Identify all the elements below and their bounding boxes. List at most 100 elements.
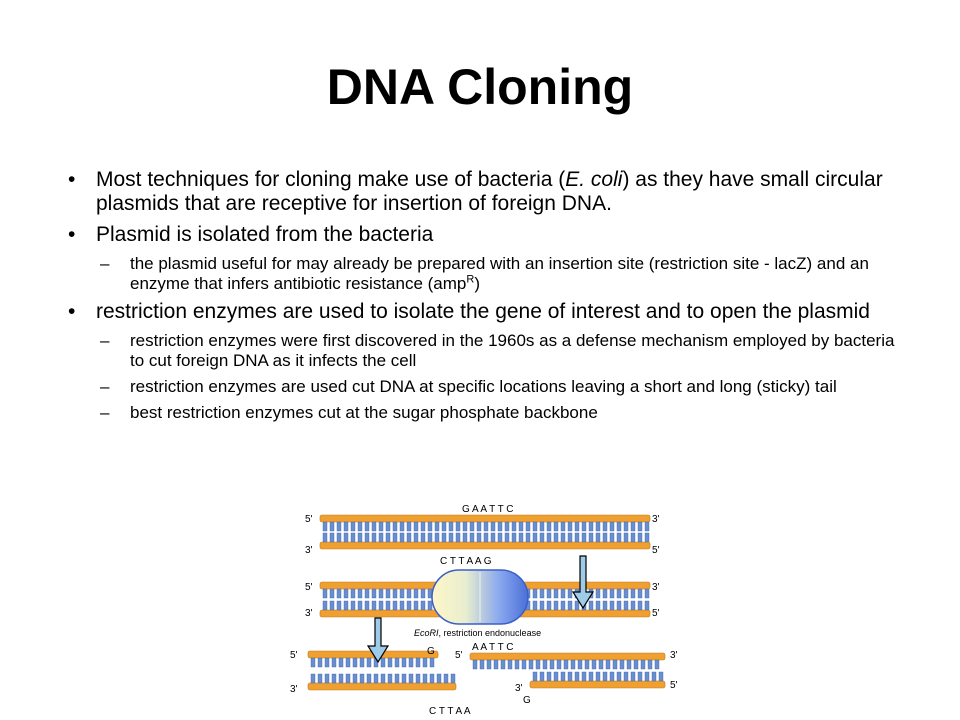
dna-strand xyxy=(307,682,457,691)
base-pair xyxy=(549,659,555,670)
base-pair xyxy=(535,659,541,670)
arrow-down-icon xyxy=(571,555,595,610)
subbullet-text: restriction enzymes were first discovere… xyxy=(130,331,895,370)
base-pair xyxy=(626,659,632,670)
base-pair xyxy=(352,657,358,668)
base-pair xyxy=(483,521,489,532)
base-pair xyxy=(373,673,379,684)
base-pair xyxy=(469,532,475,543)
base-pair xyxy=(654,659,660,670)
base-pair xyxy=(399,600,405,611)
base-pair xyxy=(394,657,400,668)
base-pair xyxy=(343,600,349,611)
base-pair xyxy=(413,532,419,543)
label-3prime: 3' xyxy=(290,684,298,695)
base-pair xyxy=(525,532,531,543)
base-pair xyxy=(415,673,421,684)
base-pair xyxy=(574,600,580,611)
base-pair xyxy=(640,659,646,670)
base-pair xyxy=(310,657,316,668)
base-pair xyxy=(343,588,349,599)
label-5prime: 5' xyxy=(670,680,678,691)
base-pair xyxy=(364,588,370,599)
base-pair xyxy=(476,532,482,543)
base-pair xyxy=(359,657,365,668)
base-pair xyxy=(616,671,622,682)
base-pair xyxy=(371,521,377,532)
base-pair xyxy=(322,521,328,532)
base-pair xyxy=(415,657,421,668)
base-pair xyxy=(644,600,650,611)
base-pair xyxy=(336,600,342,611)
base-pair xyxy=(380,657,386,668)
base-pair xyxy=(602,671,608,682)
base-pair xyxy=(401,673,407,684)
base-pair xyxy=(408,673,414,684)
base-pair xyxy=(462,532,468,543)
base-pair xyxy=(553,671,559,682)
base-pair xyxy=(441,532,447,543)
base-pair xyxy=(324,673,330,684)
base-pair xyxy=(364,521,370,532)
subbullet-text-cont: ) xyxy=(474,274,480,293)
base-pair xyxy=(345,673,351,684)
base-pair xyxy=(357,600,363,611)
base-pair xyxy=(588,671,594,682)
base-pair xyxy=(630,671,636,682)
bullet-text-cont: ) as they have small circular plasmids t… xyxy=(96,168,883,215)
base-pair xyxy=(392,588,398,599)
base-pair xyxy=(385,532,391,543)
base-pair xyxy=(352,673,358,684)
base-pair xyxy=(350,521,356,532)
base-pair xyxy=(434,532,440,543)
base-pair xyxy=(507,659,513,670)
base-pair xyxy=(595,671,601,682)
base-pair xyxy=(413,588,419,599)
base-pair xyxy=(483,532,489,543)
label-5prime: 5' xyxy=(652,608,660,619)
base-pair xyxy=(493,659,499,670)
base-pair xyxy=(322,600,328,611)
slide-title: DNA Cloning xyxy=(326,59,634,115)
base-pair xyxy=(612,659,618,670)
base-pair xyxy=(602,532,608,543)
base-pair xyxy=(394,673,400,684)
base-pair xyxy=(385,600,391,611)
base-pair xyxy=(518,521,524,532)
base-pair xyxy=(329,532,335,543)
base-pair xyxy=(406,588,412,599)
base-pair xyxy=(609,532,615,543)
bullet-dot: • xyxy=(68,168,76,191)
base-pair xyxy=(560,521,566,532)
base-pair xyxy=(637,600,643,611)
label-3prime: 3' xyxy=(670,650,678,661)
base-pair xyxy=(595,532,601,543)
base-pair xyxy=(387,657,393,668)
base-pair xyxy=(567,532,573,543)
base-pair xyxy=(420,532,426,543)
base-pair xyxy=(595,588,601,599)
dna-strand xyxy=(529,680,666,689)
base-pair xyxy=(595,521,601,532)
base-pair xyxy=(602,588,608,599)
base-pair xyxy=(560,532,566,543)
base-pair xyxy=(420,521,426,532)
bullet-dot: • xyxy=(68,223,76,246)
base-pair xyxy=(366,657,372,668)
base-pair xyxy=(623,671,629,682)
base-pair xyxy=(427,521,433,532)
base-pair xyxy=(345,657,351,668)
base-pair xyxy=(385,588,391,599)
base-pair xyxy=(609,521,615,532)
base-pair xyxy=(324,657,330,668)
base-pair xyxy=(581,532,587,543)
subbullet-insertion-site: – the plasmid useful for may already be … xyxy=(68,254,898,294)
base-pair xyxy=(420,588,426,599)
base-pair xyxy=(616,588,622,599)
base-pair xyxy=(317,673,323,684)
sequence-top: G A A T T C xyxy=(462,504,514,515)
base-pair xyxy=(429,657,435,668)
bullet-restriction: • restriction enzymes are used to isolat… xyxy=(68,300,898,324)
base-pair xyxy=(577,659,583,670)
